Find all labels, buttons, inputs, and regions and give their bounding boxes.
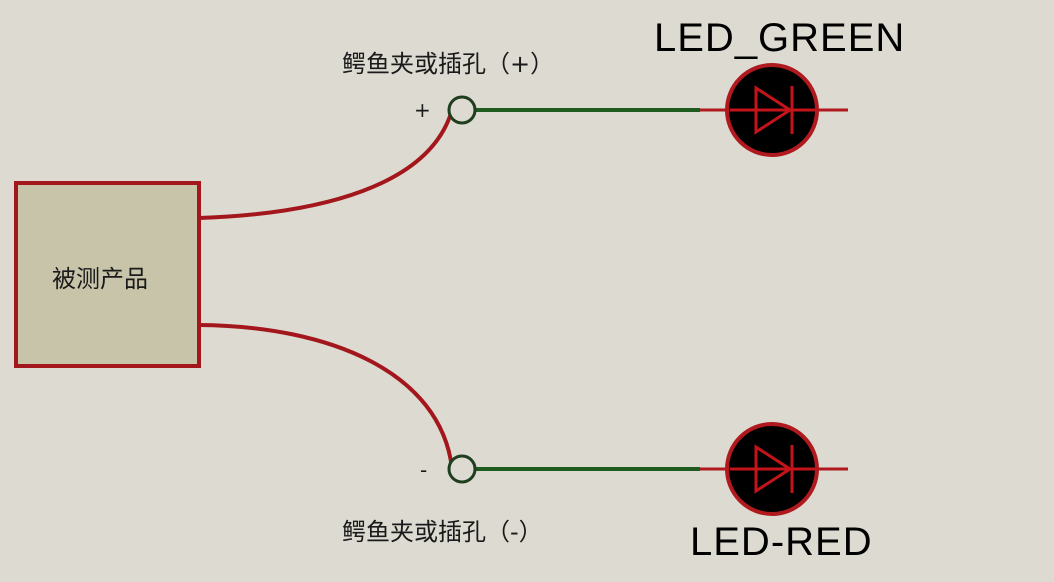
terminal-positive-icon bbox=[447, 95, 477, 125]
terminal-negative-sign: - bbox=[420, 458, 428, 482]
led-green-icon bbox=[700, 63, 848, 157]
terminal-negative-label: 鳄鱼夹或插孔（-） bbox=[342, 518, 543, 546]
led-red-icon bbox=[700, 422, 848, 516]
terminal-negative-icon bbox=[447, 454, 477, 484]
terminal-positive-sign: + bbox=[414, 98, 431, 122]
wire-positive-red bbox=[198, 109, 454, 220]
led-red-label: LED-RED bbox=[690, 520, 873, 564]
terminal-positive-label: 鳄鱼夹或插孔（+） bbox=[342, 50, 555, 78]
dut-box bbox=[14, 181, 201, 368]
dut-label: 被测产品 bbox=[52, 265, 148, 293]
led-green-label: LED_GREEN bbox=[654, 16, 906, 60]
wire-negative-red bbox=[198, 323, 454, 469]
